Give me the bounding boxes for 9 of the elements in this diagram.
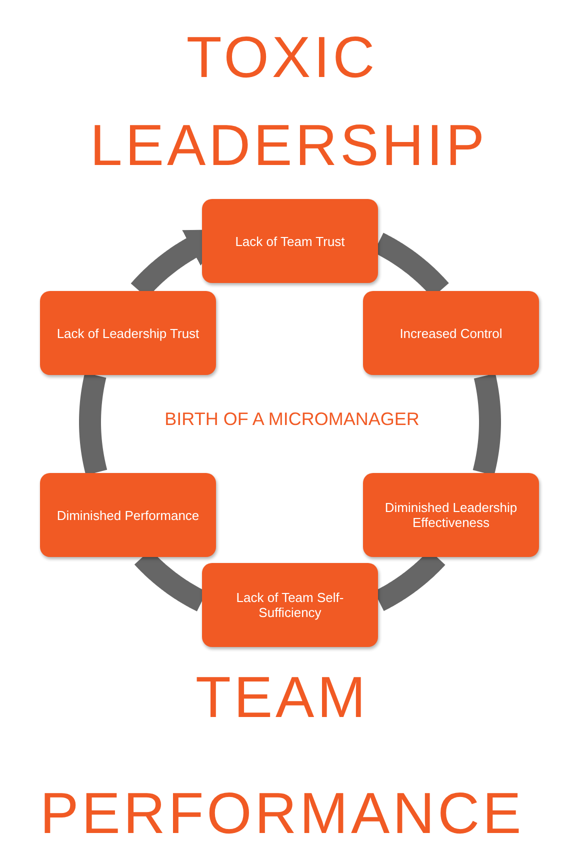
process-box: Lack of Leadership Trust (40, 291, 216, 375)
caption: TEAM PERFORMANCE (39, 664, 526, 845)
title: TOXIC LEADERSHIP (89, 24, 488, 180)
process-box: Increased Control (363, 291, 539, 375)
process-box: Diminished Performance (40, 473, 216, 557)
process-box: Lack of Team Self-Sufficiency (202, 563, 378, 647)
process-box: Lack of Team Trust (202, 199, 378, 283)
process-box: Diminished Leadership Effectiveness (363, 473, 539, 557)
center-label: BIRTH OF A MICROMANAGER (164, 409, 420, 430)
